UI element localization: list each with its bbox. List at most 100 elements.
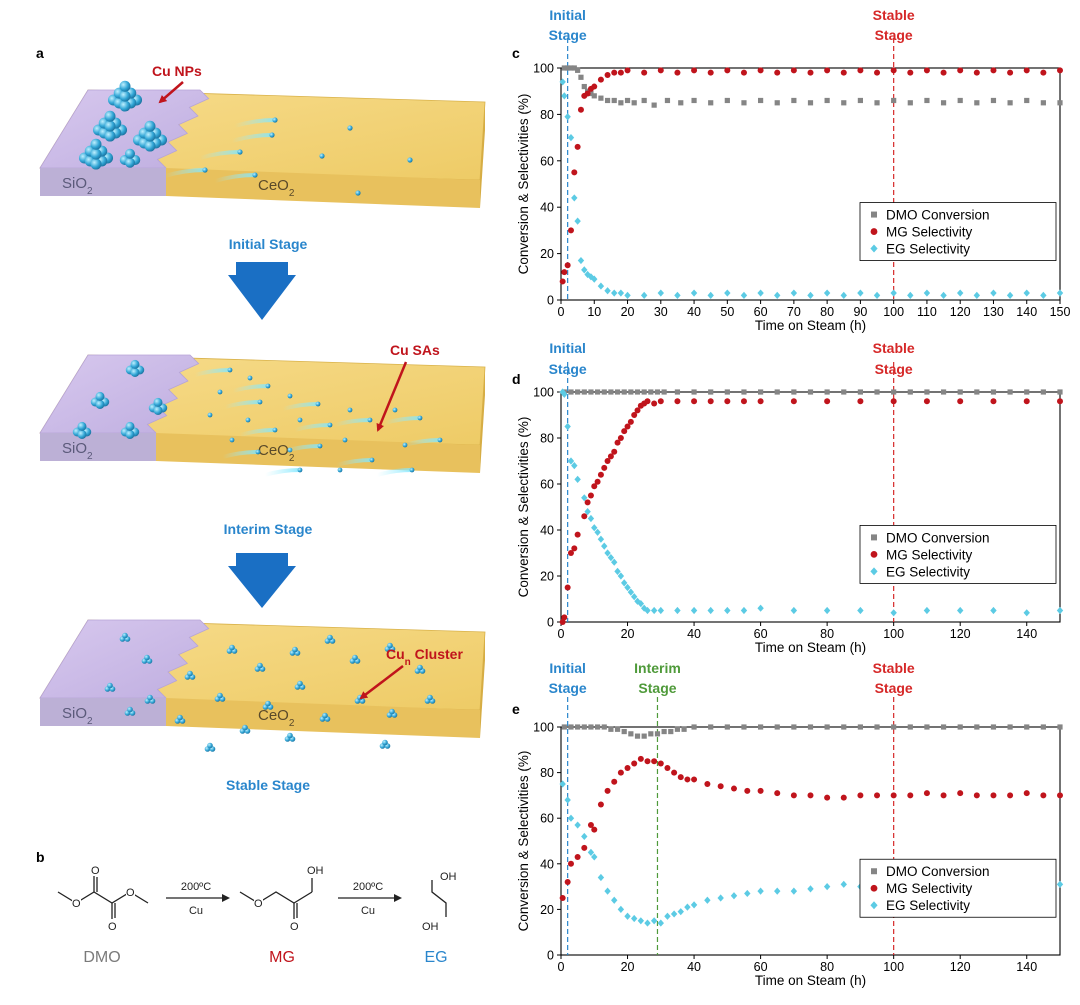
data-point	[611, 558, 618, 566]
data-point	[724, 724, 730, 730]
callout-arrow-icon	[359, 665, 404, 700]
data-point	[561, 390, 568, 398]
data-point	[591, 83, 598, 90]
data-point	[641, 389, 647, 395]
y-tick-label: 60	[540, 478, 554, 492]
data-point	[940, 69, 947, 76]
data-point	[974, 100, 980, 106]
x-tick-label: 140	[1016, 960, 1037, 974]
x-tick-label: 60	[754, 305, 768, 319]
data-point	[591, 483, 598, 490]
cu-atom-icon	[119, 80, 131, 92]
data-point	[890, 67, 897, 74]
legend-marker	[871, 868, 877, 875]
callout-label: Cun Cluster	[386, 646, 463, 668]
data-point	[611, 289, 618, 297]
cu-atom-icon	[144, 120, 156, 132]
data-point	[608, 389, 614, 395]
data-point	[857, 792, 864, 799]
data-point	[724, 67, 731, 74]
data-point	[641, 733, 647, 739]
data-point	[588, 90, 594, 97]
data-point	[674, 69, 681, 76]
data-point	[923, 790, 930, 797]
callout-cu-nps: Cu NPs	[152, 63, 202, 104]
data-point	[1040, 291, 1047, 299]
data-point	[1006, 291, 1014, 299]
data-point	[657, 606, 664, 615]
legend-marker	[870, 901, 878, 910]
cu-atom-icon	[177, 714, 183, 721]
legend-marker	[871, 534, 877, 541]
data-point	[704, 896, 711, 904]
support-label-silica: SiO2	[62, 440, 93, 462]
data-point	[561, 724, 567, 730]
data-point	[824, 389, 830, 395]
data-point	[691, 97, 697, 104]
data-point	[654, 731, 661, 737]
y-tick-label: 100	[533, 62, 554, 76]
data-point	[567, 457, 575, 465]
data-point	[601, 724, 607, 730]
cu-atom-icon	[95, 391, 105, 401]
cu-atom-icon	[104, 120, 116, 132]
data-point	[1056, 880, 1064, 888]
cu-atom-icon	[327, 634, 333, 641]
data-point	[604, 787, 611, 794]
data-point	[691, 67, 698, 74]
legend-marker	[870, 567, 878, 576]
data-point	[841, 389, 847, 395]
y-tick-label: 40	[540, 201, 554, 215]
series-dmo-conversion	[561, 724, 1063, 739]
data-point	[630, 593, 638, 601]
data-point	[923, 398, 930, 405]
cu-atom-icon	[255, 449, 261, 455]
y-axis-title: Conversion & Selectivities (%)	[516, 94, 531, 275]
atom-label: OH	[440, 871, 457, 883]
data-point	[990, 606, 997, 615]
x-tick-label: 0	[558, 960, 565, 974]
data-point	[1040, 724, 1046, 730]
data-point	[1057, 398, 1063, 405]
cu-atom-icon	[125, 429, 135, 439]
data-point	[691, 724, 697, 730]
migration-trail	[231, 133, 273, 143]
data-point	[574, 853, 581, 860]
data-point	[618, 100, 624, 106]
stage-caption-initial: Initial Stage	[229, 236, 308, 252]
data-point	[708, 389, 714, 395]
data-point	[611, 778, 618, 785]
cu-atom-icon	[144, 130, 156, 142]
migration-trail	[199, 150, 241, 160]
legend-label: DMO Conversion	[886, 864, 990, 879]
data-point	[674, 398, 681, 405]
data-point	[631, 760, 638, 767]
data-point	[617, 905, 625, 913]
data-point	[597, 282, 605, 290]
cu-atom-icon	[119, 100, 131, 112]
stage-label: Initial	[549, 660, 586, 676]
cu-atom-icon	[272, 117, 278, 123]
data-point	[924, 724, 930, 730]
cu-atom-icon	[77, 421, 87, 431]
cu-atom-icon	[217, 692, 223, 699]
data-point	[740, 606, 748, 615]
data-point	[857, 289, 864, 297]
data-point	[757, 67, 764, 74]
atom-label: OH	[422, 921, 439, 933]
data-point	[824, 794, 831, 801]
legend-marker	[870, 244, 878, 253]
data-point	[608, 726, 614, 732]
cu-atom-icon	[144, 140, 156, 152]
data-point	[568, 724, 574, 730]
legend-label: EG Selectivity	[886, 898, 970, 913]
eg-structure	[431, 880, 447, 917]
data-point	[561, 269, 568, 276]
data-point	[567, 860, 574, 867]
y-tick-label: 0	[547, 294, 554, 308]
data-point	[790, 887, 798, 895]
data-point	[607, 554, 615, 562]
migration-trail	[336, 458, 373, 467]
